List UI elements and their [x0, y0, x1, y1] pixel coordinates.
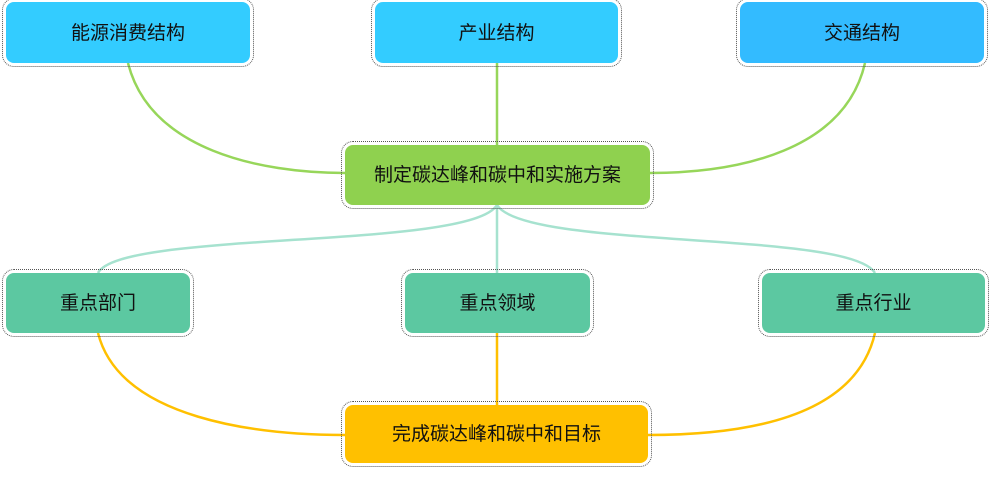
- node-label: 重点行业: [835, 292, 912, 314]
- node-industry-structure[interactable]: 产业结构: [371, 0, 622, 67]
- node-transport-structure[interactable]: 交通结构: [736, 0, 988, 67]
- edge-energy-plan: [126, 62, 346, 175]
- node-label: 能源消费结构: [70, 21, 185, 44]
- node-label: 产业结构: [458, 21, 535, 44]
- node-label: 交通结构: [823, 21, 900, 44]
- edge-plan-trades: [495, 204, 877, 274]
- node-key-trades[interactable]: 重点行业: [758, 269, 989, 337]
- node-label: 重点部门: [59, 292, 136, 314]
- node-key-fields[interactable]: 重点领域: [401, 269, 594, 337]
- node-key-sectors[interactable]: 重点部门: [2, 269, 194, 337]
- node-label: 制定碳达峰和碳中和实施方案: [373, 164, 621, 186]
- node-energy-structure[interactable]: 能源消费结构: [2, 0, 254, 67]
- edge-transport-plan: [649, 62, 867, 175]
- edge-plan-sectors: [96, 204, 499, 274]
- edge-sectors-goal: [96, 332, 346, 437]
- node-goal[interactable]: 完成碳达峰和碳中和目标: [341, 401, 652, 467]
- node-plan[interactable]: 制定碳达峰和碳中和实施方案: [341, 141, 654, 209]
- edge-trades-goal: [647, 332, 877, 437]
- node-label: 完成碳达峰和碳中和目标: [391, 423, 601, 445]
- node-label: 重点领域: [459, 292, 536, 314]
